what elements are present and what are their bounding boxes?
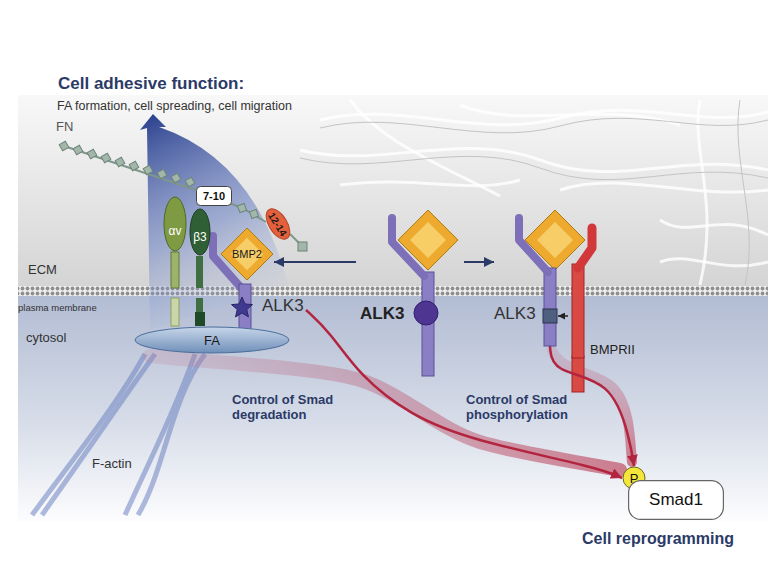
fiber: [350, 100, 500, 196]
ecm-region: [18, 95, 768, 287]
bmp2-ligand-core: [537, 222, 573, 258]
fn-module: [114, 156, 126, 168]
fn-end: [298, 242, 307, 251]
integrin-tail: [196, 298, 203, 314]
node-text: ALK3: [360, 304, 404, 324]
protein-shape: [629, 481, 724, 520]
integrin-tail: [171, 298, 179, 326]
integrin-tail: [195, 312, 205, 326]
node-text: FA: [204, 333, 220, 348]
fiber: [320, 118, 768, 133]
actin-strand: [125, 354, 195, 515]
node-text: ALK3: [494, 304, 536, 324]
protein-box: Smad1: [628, 480, 724, 520]
focal-adhesion-disc: FA: [134, 326, 290, 354]
diagram-title: Cell adhesive function:: [58, 74, 244, 94]
signal-band: [150, 356, 620, 470]
fn-module: [247, 207, 260, 220]
tag-box: [197, 187, 232, 206]
fiber: [340, 180, 520, 186]
fn-module: [156, 168, 168, 180]
kinase-domain: [414, 301, 438, 325]
fn-module: [170, 172, 182, 184]
node-text: β3: [193, 230, 207, 244]
fiber: [660, 259, 768, 266]
plasma-membrane: [18, 286, 768, 296]
node-shape: [568, 222, 648, 358]
subtitle: FA formation, cell spreading, cell migra…: [57, 99, 292, 113]
ligand-shape: [398, 210, 458, 270]
membrane-lipids: [18, 286, 768, 296]
fn-module: [235, 201, 248, 214]
star-symbol: [232, 297, 253, 317]
connector-arrow: [464, 261, 494, 263]
process-label: Control of Smad phosphorylation: [466, 392, 594, 422]
fn-module: [128, 160, 140, 172]
receptor-node: BMPRII: [568, 222, 648, 358]
domain-tag: 7-10: [196, 186, 232, 206]
kinase-domain: [543, 309, 557, 323]
node-text: Smad1: [649, 490, 703, 510]
region-label: cytosol: [26, 330, 66, 345]
receptor-node: ALK3: [356, 206, 464, 376]
ellipse-shape: [164, 197, 186, 251]
node-shape: [356, 206, 464, 376]
ligand-core: [410, 222, 446, 258]
fn-module: [142, 164, 154, 176]
receptor-arm: [578, 228, 592, 268]
node-text: BMP2: [232, 248, 262, 260]
fn-module: [72, 144, 84, 156]
ellipse-shape: [190, 209, 210, 255]
actin-strand: [138, 354, 205, 515]
integrin-subunit: αv: [163, 196, 187, 252]
receptor-node: ALK3: [226, 292, 306, 324]
node-text: ALK3: [262, 296, 304, 316]
integrin-subunit: β3: [189, 208, 211, 256]
fiber: [300, 148, 768, 171]
ellipse-shape: [261, 205, 294, 243]
fiber: [300, 156, 768, 179]
region-label: ECM: [28, 262, 57, 277]
fn-module: [86, 148, 98, 160]
node-text: αv: [169, 224, 182, 238]
node-text: BMPRII: [590, 342, 635, 357]
actin-strand: [32, 354, 145, 515]
fiber: [660, 220, 768, 235]
fn-module: [100, 152, 112, 164]
node-text: 7-10: [203, 190, 225, 202]
ligand-diamond: BMP2: [220, 227, 274, 281]
component-label: F-actin: [92, 456, 132, 471]
integrin-stalk: [196, 256, 203, 288]
fiber: [698, 100, 707, 285]
integrin-stalk: [171, 252, 179, 288]
connector-arrow: [274, 261, 356, 263]
process-label: Control of Smad degradation: [232, 392, 360, 422]
receptor-node: ALK3: [494, 206, 558, 346]
cytosol-region: [18, 296, 768, 522]
receptor-cup: [519, 218, 548, 272]
fiber: [460, 105, 680, 125]
ligand-shape: [221, 228, 273, 280]
fiber: [560, 183, 768, 192]
node-text: P: [630, 471, 639, 486]
component-label: FN: [56, 119, 73, 134]
outcome-label: Cell reprogramming: [582, 530, 734, 548]
ligand-core: [231, 238, 263, 270]
fn-module: [184, 176, 196, 188]
receptor-stalk: [544, 268, 556, 346]
fn-module: [58, 140, 70, 152]
node-shape: [494, 206, 558, 346]
ecm-fibers: [300, 100, 768, 285]
fiber: [738, 100, 749, 285]
f-actin-filaments: [32, 354, 205, 515]
region-label: plasma membrane: [18, 302, 97, 313]
domain-oval: 12-14: [260, 203, 296, 244]
connector-arrow: [558, 315, 568, 317]
focal-adhesion-shape: [135, 327, 289, 353]
receptor-stalk: [572, 264, 584, 358]
